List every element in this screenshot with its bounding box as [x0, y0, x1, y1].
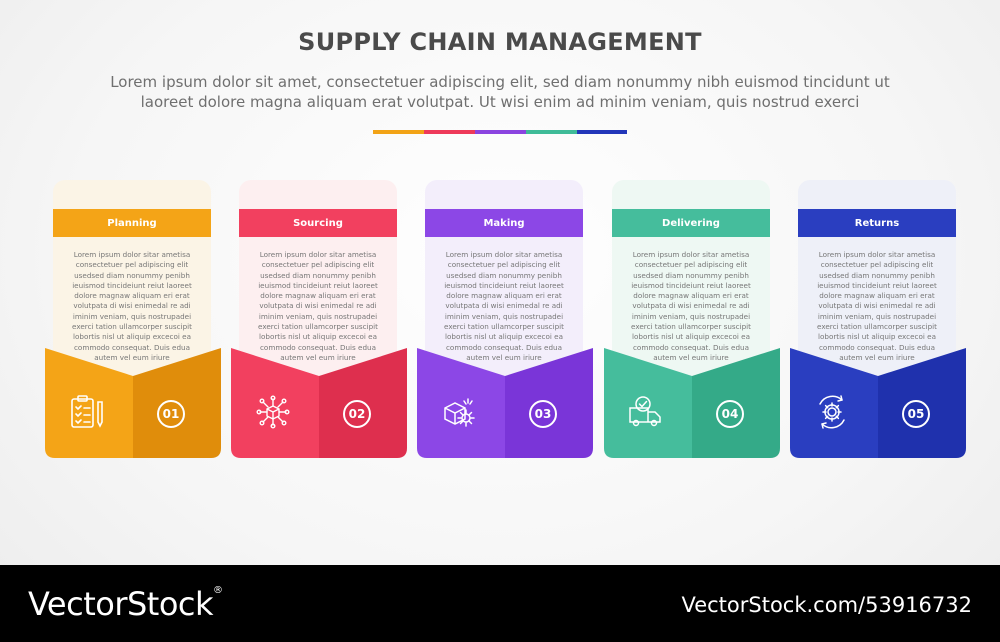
step-number: 04 [716, 400, 744, 428]
divider-segment-3 [475, 130, 526, 134]
card-folded-base [45, 348, 221, 458]
step-description: Lorem ipsum dolor sitar ametisa consecte… [72, 250, 192, 362]
divider-segment-1 [373, 130, 424, 134]
image-url[interactable]: VectorStock.com/53916732 [681, 593, 972, 617]
subtitle-line-1: Lorem ipsum dolor sit amet, consectetuer… [110, 73, 890, 91]
step-number: 01 [157, 400, 185, 428]
step-card-making: Making Lorem ipsum dolor sitar ametisa c… [417, 180, 593, 458]
step-number: 05 [902, 400, 930, 428]
step-title: Sourcing [239, 209, 397, 237]
step-title: Returns [798, 209, 956, 237]
clipboard-checklist-icon [71, 395, 103, 428]
vectorstock-logo: VectorStock® [28, 585, 223, 623]
divider-segment-2 [424, 130, 475, 134]
divider-segment-4 [526, 130, 577, 134]
step-card-delivering: Delivering Lorem ipsum dolor sitar ameti… [604, 180, 780, 458]
divider-segment-5 [577, 130, 627, 134]
footer-bar: VectorStock® VectorStock.com/53916732 [0, 565, 1000, 642]
registered-mark: ® [213, 585, 223, 596]
step-card-sourcing: Sourcing Lorem ipsum dolor sitar ametisa… [231, 180, 407, 458]
step-number: 03 [529, 400, 557, 428]
network-box-icon [256, 395, 290, 429]
delivery-truck-icon [629, 396, 661, 427]
step-title: Planning [53, 209, 211, 237]
step-title: Delivering [612, 209, 770, 237]
step-card-returns: Returns Lorem ipsum dolor sitar ametisa … [790, 180, 966, 458]
logo-text: VectorStock [28, 585, 214, 623]
box-gear-icon [444, 398, 475, 427]
gear-cycle-icon [819, 395, 845, 429]
step-title: Making [425, 209, 583, 237]
page-title: SUPPLY CHAIN MANAGEMENT [298, 28, 702, 56]
step-card-planning: Planning Lorem ipsum dolor sitar ametisa… [45, 180, 221, 458]
step-description: Lorem ipsum dolor sitar ametisa consecte… [258, 250, 378, 362]
page-subtitle: Lorem ipsum dolor sit amet, consectetuer… [70, 72, 930, 112]
step-number: 02 [343, 400, 371, 428]
subtitle-line-2: laoreet dolore magna aliquam erat volutp… [140, 93, 860, 111]
step-description: Lorem ipsum dolor sitar ametisa consecte… [817, 250, 937, 362]
step-description: Lorem ipsum dolor sitar ametisa consecte… [444, 250, 564, 362]
step-description: Lorem ipsum dolor sitar ametisa consecte… [631, 250, 751, 362]
